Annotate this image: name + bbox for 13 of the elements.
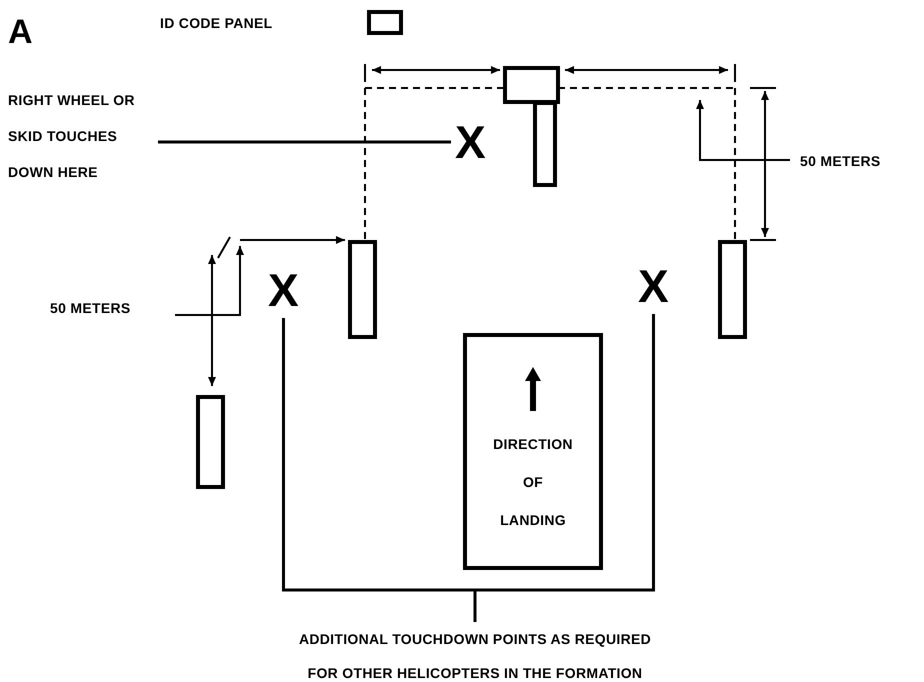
dimension-label: 50 METERS <box>50 299 130 317</box>
footnote-text: ADDITIONAL TOUCHDOWN POINTS AS REQUIRED FOR OTHER HELICOPTERS IN THE FORMATION <box>282 622 668 682</box>
leader-line <box>158 140 451 144</box>
touchdown-mark: X <box>638 262 669 310</box>
landing-direction-box <box>463 333 603 570</box>
touchdown-mark: X <box>268 266 299 314</box>
callout-text: RIGHT WHEEL OR SKID TOUCHES DOWN HERE <box>8 82 158 190</box>
direction-label: DIRECTION OF LANDING <box>492 435 574 530</box>
panel-caption: ID CODE PANEL <box>160 14 273 32</box>
touchdown-mark: X <box>455 118 486 166</box>
dimension-label: 50 METERS <box>800 152 880 170</box>
leader-line <box>474 314 655 622</box>
panel-letter: A <box>8 14 33 50</box>
